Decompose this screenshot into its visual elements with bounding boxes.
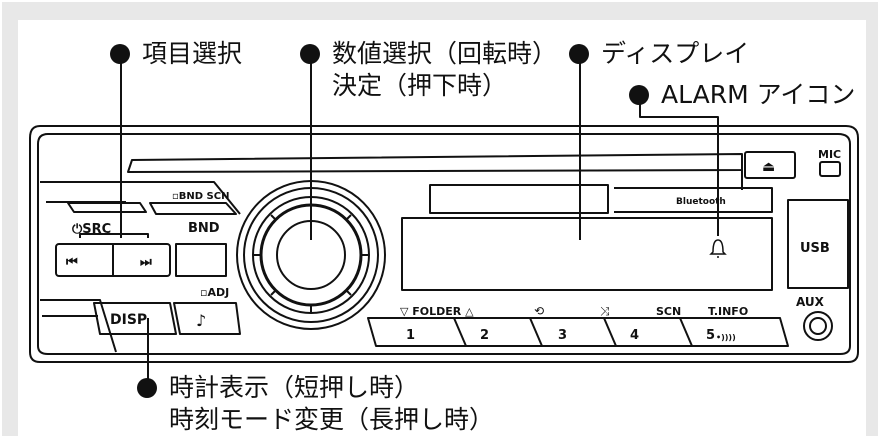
front-edge-upper — [40, 181, 241, 215]
callout-alarm: ALARM アイコン — [629, 79, 855, 111]
callout-item-select-text: 項目選択 — [142, 39, 243, 68]
label-scn: SCN — [656, 305, 681, 318]
preset-5: 5 — [706, 328, 715, 343]
knob-tick-marks — [254, 198, 368, 312]
display-bezel — [614, 187, 773, 213]
seek-bracket — [79, 233, 149, 238]
callout-disp: 時計表示（短押し時） 時刻モード変更（長押し時） — [137, 372, 494, 436]
label-adj: ▫ADJ — [200, 286, 229, 299]
preset-4: 4 — [630, 328, 639, 343]
chassis-inner-outline — [37, 133, 851, 355]
callout-value-select-text-2: 決定（押下時） — [332, 71, 508, 100]
callout-disp-text-1: 時計表示（短押し時） — [169, 373, 420, 402]
callout-disp-text-2: 時刻モード変更（長押し時） — [169, 405, 495, 434]
callout-bullet — [300, 44, 320, 64]
label-mic: MIC — [818, 148, 841, 161]
btn-src-shape — [67, 202, 147, 213]
callout-value-select: 数値選択（回転時） 決定（押下時） — [300, 38, 557, 102]
next-icon: ⏭ — [140, 255, 152, 270]
label-bluetooth: Bluetooth — [676, 197, 726, 207]
btn-note-shape — [173, 302, 241, 335]
label-bnd: BND — [188, 221, 220, 236]
callout-bullet — [137, 378, 157, 398]
callout-value-select-text-1: 数値選択（回転時） — [332, 39, 558, 68]
leader-alarm — [639, 96, 719, 236]
preset-strip — [367, 317, 789, 347]
label-aux: AUX — [796, 295, 825, 309]
display-window — [401, 217, 773, 291]
eject-button — [744, 151, 796, 179]
preset-2: 2 — [480, 328, 489, 343]
label-disp: DISP — [110, 312, 147, 328]
aux-port — [803, 311, 833, 341]
label-usb: USB — [800, 241, 830, 256]
front-edge-lower — [40, 299, 117, 353]
callout-bullet — [629, 85, 649, 105]
callout-display: ディスプレイ — [569, 38, 749, 70]
chassis-outline — [29, 125, 859, 363]
callout-alarm-text: ALARM アイコン — [661, 80, 856, 109]
mic-port — [819, 161, 841, 177]
preset-1: 1 — [406, 328, 415, 343]
usb-cover — [787, 199, 849, 289]
callout-bullet — [110, 44, 130, 64]
disc-slot — [127, 153, 743, 173]
prev-icon: ⏮ — [66, 255, 78, 270]
label-tinfo: T.INFO — [708, 305, 748, 318]
alarm-bell-icon — [709, 239, 727, 258]
callout-item-select: 項目選択 — [110, 38, 242, 70]
callout-display-text: ディスプレイ — [601, 39, 750, 68]
music-note-icon: ♪ — [196, 311, 206, 330]
btn-disp-shape — [93, 302, 177, 335]
btn-bnd-body — [175, 243, 227, 277]
label-src: ⏻SRC — [72, 222, 111, 237]
preset-3: 3 — [558, 328, 567, 343]
diagram-panel — [18, 20, 866, 440]
btn-bnd-shape — [149, 202, 237, 215]
repeat-icon: ⟲ — [534, 304, 544, 318]
callout-bullet — [569, 44, 589, 64]
label-folder: ▽ FOLDER △ — [400, 305, 474, 318]
label-bnd-scn: ▫BND SCN — [172, 191, 229, 202]
display-window-upper — [429, 184, 609, 214]
label-tinfo-sub: •)))) — [716, 333, 736, 342]
shuffle-icon: ⤨ — [600, 304, 610, 318]
eject-icon: ⏏ — [762, 159, 775, 175]
